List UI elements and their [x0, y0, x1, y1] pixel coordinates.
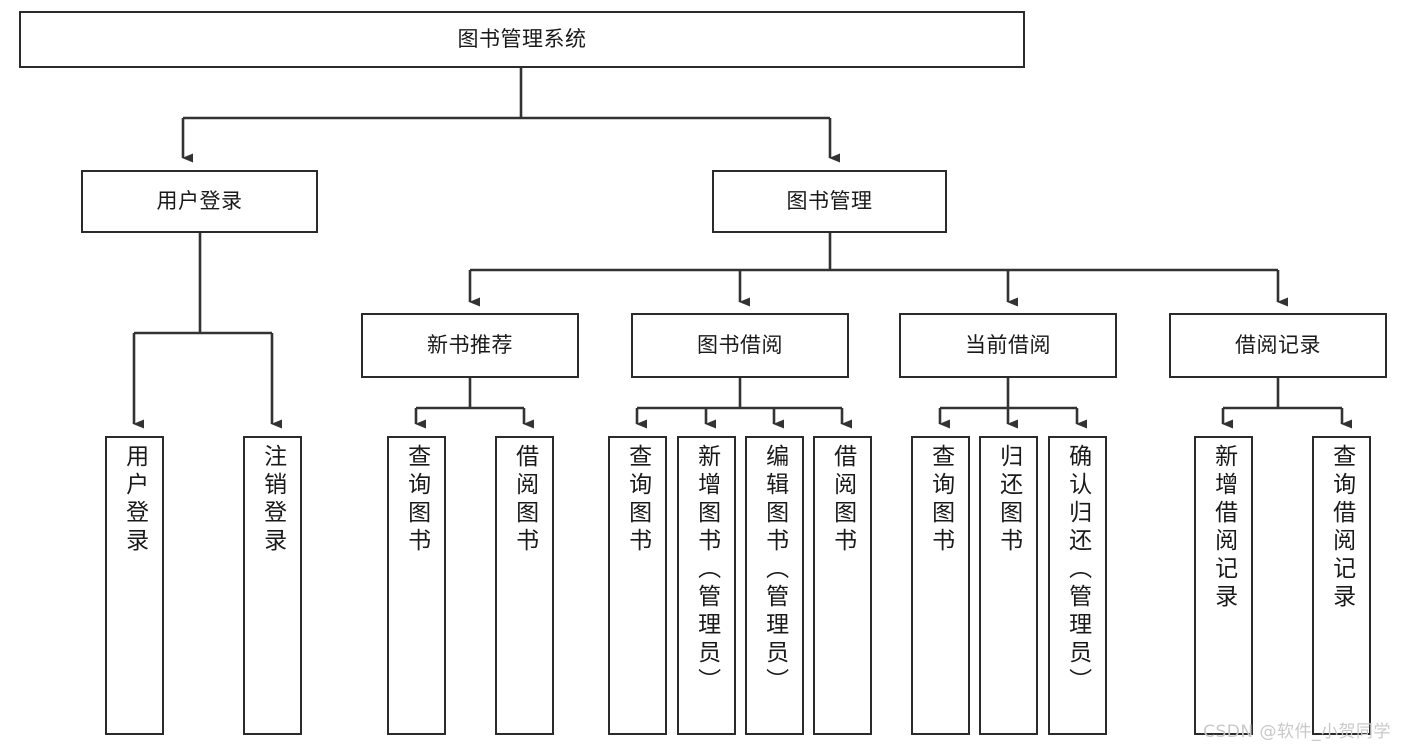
- node-label-leaf-record-add: 新增借阅记录: [1210, 444, 1237, 612]
- node-label-leaf-new-book-query: 查询图书: [403, 444, 430, 556]
- node-leaf-user-login-logout[interactable]: 注销登录: [243, 436, 302, 735]
- node-new-book-recommend[interactable]: 新书推荐: [361, 313, 579, 378]
- node-leaf-borrow-query[interactable]: 查询图书: [608, 436, 667, 735]
- node-user-login[interactable]: 用户登录: [81, 170, 318, 233]
- node-leaf-borrow-borrow-book[interactable]: 借阅图书: [813, 436, 872, 735]
- node-leaf-record-add[interactable]: 新增借阅记录: [1194, 436, 1253, 735]
- node-label-leaf-record-query: 查询借阅记录: [1328, 444, 1355, 612]
- node-label-borrow-record: 借阅记录: [1235, 333, 1321, 358]
- node-leaf-current-query[interactable]: 查询图书: [911, 436, 970, 735]
- node-leaf-borrow-edit-book[interactable]: 编辑图书（管理员）: [745, 436, 804, 735]
- node-label-leaf-current-confirm-return: 确认归还（管理员）: [1064, 444, 1091, 696]
- node-current-borrow[interactable]: 当前借阅: [899, 313, 1117, 378]
- node-root-book-management-system[interactable]: 图书管理系统: [19, 11, 1025, 68]
- node-label-root: 图书管理系统: [457, 27, 587, 52]
- node-book-borrow[interactable]: 图书借阅: [631, 313, 849, 378]
- node-label-leaf-borrow-borrow-book: 借阅图书: [829, 444, 856, 556]
- node-label-leaf-current-query: 查询图书: [927, 444, 954, 556]
- node-leaf-current-return[interactable]: 归还图书: [979, 436, 1038, 735]
- node-label-leaf-user-login-login: 用户登录: [121, 444, 148, 556]
- node-label-current-borrow: 当前借阅: [965, 333, 1051, 358]
- node-label-book-borrow: 图书借阅: [697, 333, 783, 358]
- node-borrow-record[interactable]: 借阅记录: [1169, 313, 1387, 378]
- node-label-new-book-recommend: 新书推荐: [427, 333, 513, 358]
- node-leaf-user-login-login[interactable]: 用户登录: [105, 436, 164, 735]
- node-label-leaf-new-book-borrow: 借阅图书: [511, 444, 538, 556]
- node-book-management[interactable]: 图书管理: [712, 170, 947, 233]
- node-label-leaf-borrow-add-book: 新增图书（管理员）: [693, 444, 720, 696]
- node-label-leaf-borrow-edit-book: 编辑图书（管理员）: [761, 444, 788, 696]
- node-label-book-management: 图书管理: [786, 189, 873, 214]
- node-label-user-login: 用户登录: [156, 189, 243, 214]
- csdn-watermark: CSDN @软件_小贺同学: [1203, 722, 1391, 742]
- node-leaf-new-book-query[interactable]: 查询图书: [387, 436, 446, 735]
- node-label-leaf-borrow-query: 查询图书: [624, 444, 651, 556]
- node-leaf-record-query[interactable]: 查询借阅记录: [1312, 436, 1371, 735]
- node-label-leaf-current-return: 归还图书: [995, 444, 1022, 556]
- node-leaf-current-confirm-return[interactable]: 确认归还（管理员）: [1048, 436, 1107, 735]
- node-label-leaf-user-login-logout: 注销登录: [259, 444, 286, 556]
- node-leaf-new-book-borrow[interactable]: 借阅图书: [495, 436, 554, 735]
- node-leaf-borrow-add-book[interactable]: 新增图书（管理员）: [677, 436, 736, 735]
